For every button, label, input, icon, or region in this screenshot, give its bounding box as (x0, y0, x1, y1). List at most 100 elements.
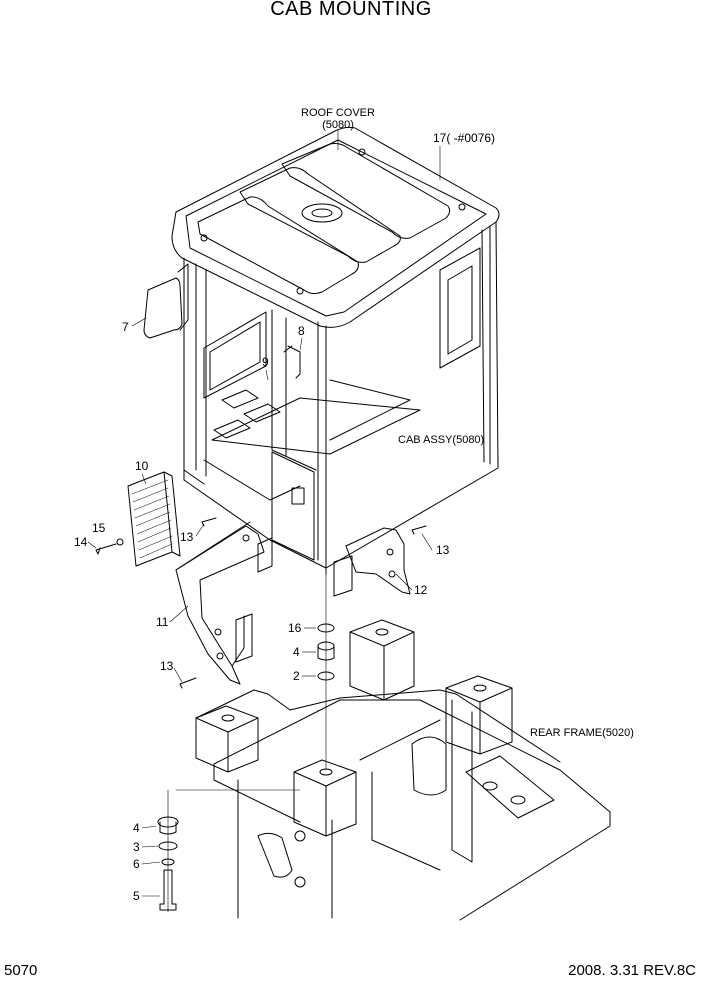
roof-panel-left (197, 196, 359, 295)
roof-panel-right (281, 143, 451, 239)
roof-cover-code: (5080) (322, 119, 354, 131)
rear-frame-cutout (257, 832, 293, 878)
roof-hatch-inner (311, 208, 333, 218)
leader-8 (299, 337, 303, 351)
cab-side-window (203, 311, 267, 399)
cab-console (271, 451, 315, 561)
left-mount-bracket (175, 525, 265, 685)
callout-10: 10 (135, 459, 149, 473)
mount-tower-right (445, 675, 513, 755)
callout-5: 5 (133, 889, 140, 903)
mount-tower-left (195, 705, 259, 773)
cab-rear-window (439, 247, 481, 369)
frame-hole (294, 830, 306, 842)
leader-12 (395, 573, 413, 591)
page-code: 5070 (4, 962, 38, 979)
leader-11 (169, 605, 189, 623)
side-mirror-arm (177, 263, 189, 331)
roof-bolt (296, 287, 304, 295)
callout-8: 8 (298, 324, 305, 338)
rear-frame-outline (213, 699, 611, 921)
filter-washer (116, 538, 124, 546)
roof-bolt (458, 203, 466, 211)
callout-2: 2 (293, 669, 300, 683)
mount-tower-mid (349, 619, 415, 701)
bracket-hole (386, 548, 394, 556)
callout-14: 14 (74, 535, 88, 549)
rear-frame-label: REAR FRAME(5020) (530, 727, 634, 739)
rear-frame-side-plate (237, 779, 333, 919)
leader-4-lower (141, 825, 157, 829)
leader-3 (141, 845, 159, 848)
air-filter-drawing (95, 471, 181, 567)
callout-13-left: 13 (160, 659, 174, 673)
mounting-brackets (175, 517, 427, 689)
roof-cover-label: ROOF COVER (301, 107, 375, 119)
roof-panel-mid (239, 167, 401, 263)
tower-hole (221, 714, 235, 722)
tower-hole (375, 628, 389, 636)
rear-frame-deck (195, 689, 561, 763)
bolt-5 (159, 869, 177, 911)
bolt-13-upper (201, 517, 217, 527)
rear-frame-drawing (195, 619, 611, 921)
cab-floor-edge (203, 379, 411, 501)
filter-screw (95, 543, 117, 555)
cab-side-window-inner (209, 321, 261, 391)
frame-plate-hole (510, 795, 526, 805)
washer-2 (317, 671, 335, 681)
bracket-hole (216, 652, 224, 660)
bolt-13-right (411, 525, 427, 535)
cab-console-panel (291, 487, 305, 505)
callout-15: 15 (92, 521, 106, 535)
side-mirror (143, 277, 183, 339)
cab-assy-label: CAB ASSY(5080) (398, 434, 484, 446)
leader-14 (87, 541, 97, 549)
leader-6 (141, 861, 161, 865)
bracket-hole (214, 628, 222, 636)
cab-mount-parts (157, 567, 335, 913)
callout-7: 7 (122, 320, 129, 334)
cab-assembly-drawing (143, 126, 500, 575)
bracket-hole (388, 570, 396, 578)
plate-3 (158, 841, 178, 851)
callout-4-upper: 4 (293, 645, 300, 659)
tower-hole (319, 768, 333, 776)
nut-6 (161, 858, 175, 866)
frame-inner-wall (359, 719, 447, 871)
roof-bolt (200, 234, 208, 242)
roof-hatch (301, 203, 343, 223)
callout-11: 11 (156, 615, 169, 629)
leader-10 (141, 473, 147, 485)
rubber-mount-4-lower-top (157, 816, 179, 828)
callout-9: 9 (262, 355, 269, 369)
cab-interior-floor (211, 397, 421, 455)
cab-left-wall (183, 257, 327, 569)
cab-door-frame (271, 309, 317, 471)
frame-right-plate (465, 755, 555, 819)
rubber-mount-4-upper (317, 645, 335, 661)
callout-3: 3 (133, 840, 140, 854)
frame-pillar (451, 699, 473, 863)
callout-12: 12 (414, 583, 428, 597)
leader-13-upper (195, 523, 205, 537)
left-bracket-plate (235, 613, 253, 663)
right-mount-bracket (345, 527, 411, 595)
air-filter-pleats (131, 479, 173, 559)
callout-17: 17( -#0076) (433, 131, 495, 145)
rubber-mount-4-top (317, 641, 335, 651)
cab-floor-pads (213, 389, 281, 439)
callout-13-upper: 13 (180, 530, 194, 544)
roof-cover-outline (171, 126, 500, 328)
leader-7 (131, 317, 147, 327)
leader-13-left (173, 667, 183, 683)
lever-bracket (283, 345, 301, 379)
mount-tower-front (293, 759, 357, 837)
leader-9 (265, 369, 269, 381)
callout-4-lower: 4 (133, 821, 140, 835)
callout-13-right: 13 (436, 543, 450, 557)
